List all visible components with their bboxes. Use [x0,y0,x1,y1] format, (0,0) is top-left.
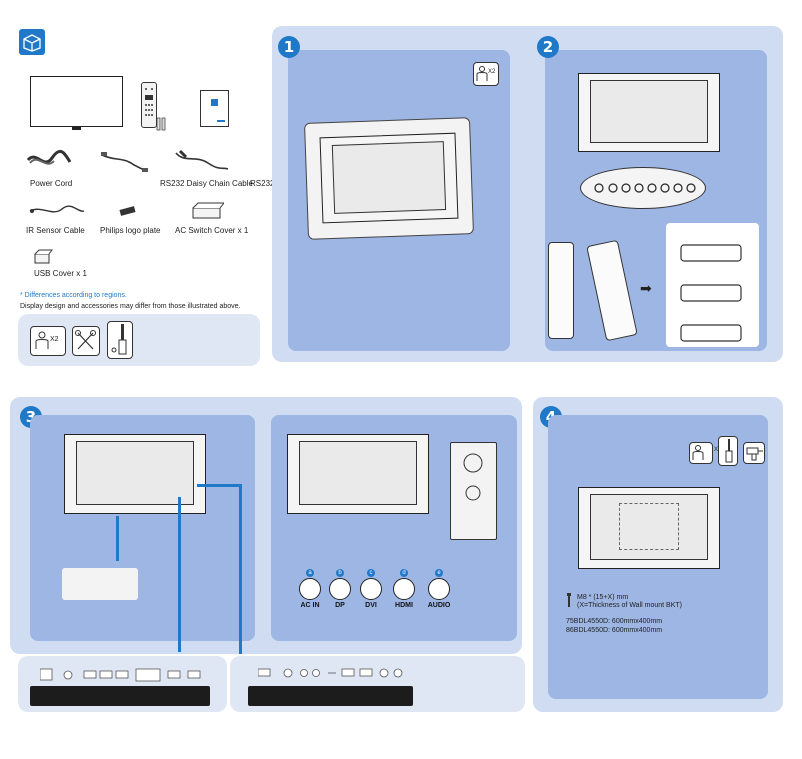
label-audio: AUDIO [427,602,451,609]
usb-cover-label: USB Cover x 1 [34,269,87,278]
usb-cover-illustration [33,248,53,264]
label-dp: DP [335,602,345,609]
batteries-illustration [156,117,166,131]
ac-switch-cover-illustration [190,200,226,220]
package-icon [19,29,45,55]
label-hdmi: HDMI [395,602,413,609]
rs232-daisy-chain-cable-label: RS232 Daisy Chain Cable [160,179,253,188]
remote-control-illustration [141,82,157,128]
quick-start-guide-illustration [200,90,229,127]
screw-icon [566,593,572,607]
io-strip-left [30,686,210,706]
arrow-to-io-panel-right [197,484,241,487]
right-arrow-icon: ➡ [640,280,652,296]
thickness-note: (X=Thickness of Wall mount BKT) [577,602,682,609]
step-3-display-back-connect [287,434,429,514]
io-strip-right [248,686,413,706]
tag-d: d [400,569,408,577]
power-cord-illustration [26,148,72,170]
x2-badge: X2 [50,336,59,343]
power-cord-label: Power Cord [30,179,73,188]
model-1-vesa: 75BDL4550D: 600mmx400mm [566,618,663,625]
io-ports-left [39,668,210,682]
step-1-x2-badge: X2 [488,69,496,75]
step-1-two-person-icon: X2 [473,62,499,86]
io-ports-right [257,666,408,680]
remote-control-front [548,242,574,339]
control-buttons-callout [580,167,706,209]
label-dvi: DVI [365,602,377,609]
step-1-display-in-package [304,117,474,240]
rs232-cable-illustration [172,149,230,171]
tag-c: c [367,569,375,577]
step-3-display-back [64,434,206,514]
battery-install-box [666,223,759,347]
arrow-to-io-panel-left [178,497,181,652]
label-ac-in: AC IN [300,602,320,609]
scissors-icon [72,326,100,356]
rs232-daisy-chain-cable-illustration [100,151,150,173]
connector-hdmi: d HDMI [390,569,418,609]
display-illustration [30,76,123,130]
step-4-two-person-icon: X2 [689,442,721,464]
pc-tower-illustration [450,442,497,540]
philips-logo-plate-illustration [119,206,136,216]
arrow-to-ac-switch [116,516,119,561]
two-person-icon: X2 [30,326,66,356]
connector-ac-in: a AC IN [296,569,324,609]
step-2-display-back [578,73,720,152]
connector-audio: e AUDIO [424,569,454,609]
connector-dp: b DP [326,569,354,609]
arrow-to-io-panel-right-down [239,484,242,654]
tag-a: a [306,569,314,577]
step-4-x2-badge: X2 [714,447,721,453]
drill-icon [743,442,765,464]
screwdriver-icon [107,321,133,359]
step-4-screwdriver-icon [718,436,738,466]
ir-sensor-cable-label: IR Sensor Cable [26,226,85,235]
ac-switch-callout [62,568,138,600]
model-2-vesa: 86BDL4550D: 600mmx400mm [566,627,663,634]
step-4-display-back [578,487,720,569]
tag-b: b [336,569,344,577]
tag-e: e [435,569,443,577]
disclaimer-note: Display design and accessories may diffe… [20,303,241,310]
philips-logo-plate-label: Philips logo plate [100,226,161,235]
step-1-badge: 1 [278,36,300,58]
connector-dvi: c DVI [357,569,385,609]
screw-spec: M8 * (15+X) mm [577,594,629,601]
regions-note: * Differences according to regions. [20,292,127,299]
step-2-badge: 2 [537,36,559,58]
ir-sensor-cable-illustration [28,203,86,219]
ac-switch-cover-label: AC Switch Cover x 1 [175,226,249,235]
